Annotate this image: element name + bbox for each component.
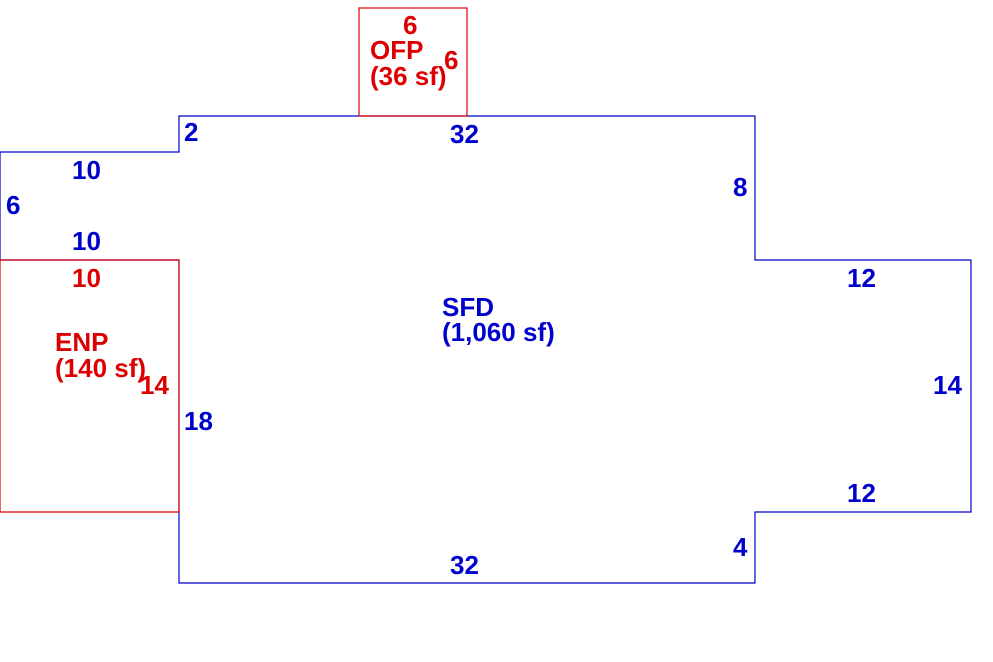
- ofp-code-label: OFP: [370, 35, 423, 65]
- dim-sfd-bump-side: 14: [933, 370, 962, 400]
- dim-sfd-wing-top: 10: [72, 155, 101, 185]
- dim-enp-top: 10: [72, 263, 101, 293]
- dim-sfd-right-upper: 8: [733, 172, 747, 202]
- dim-sfd-wing-side: 6: [6, 190, 20, 220]
- dim-sfd-left: 18: [184, 406, 213, 436]
- enp-code-label: ENP: [55, 327, 108, 357]
- sfd-area-label: (1,060 sf): [442, 317, 555, 347]
- dim-sfd-step-left: 2: [184, 117, 198, 147]
- sfd-code-label: SFD: [442, 292, 494, 322]
- enp-outline: [0, 259, 180, 513]
- sfd-outline: [0, 115, 972, 584]
- dim-enp-side: 14: [140, 370, 169, 400]
- dim-sfd-bottom: 32: [450, 550, 479, 580]
- dim-sfd-top: 32: [450, 119, 479, 149]
- dim-ofp-top: 6: [403, 10, 417, 40]
- dim-sfd-bump-bottom: 12: [847, 478, 876, 508]
- ofp-outline: [358, 7, 468, 117]
- dim-ofp-side: 6: [444, 45, 458, 75]
- dim-sfd-wing-bottom: 10: [72, 226, 101, 256]
- ofp-area-label: (36 sf): [370, 61, 447, 91]
- enp-area-label: (140 sf): [55, 353, 146, 383]
- dim-sfd-bump-top: 12: [847, 263, 876, 293]
- dim-sfd-right-lower: 4: [733, 532, 748, 562]
